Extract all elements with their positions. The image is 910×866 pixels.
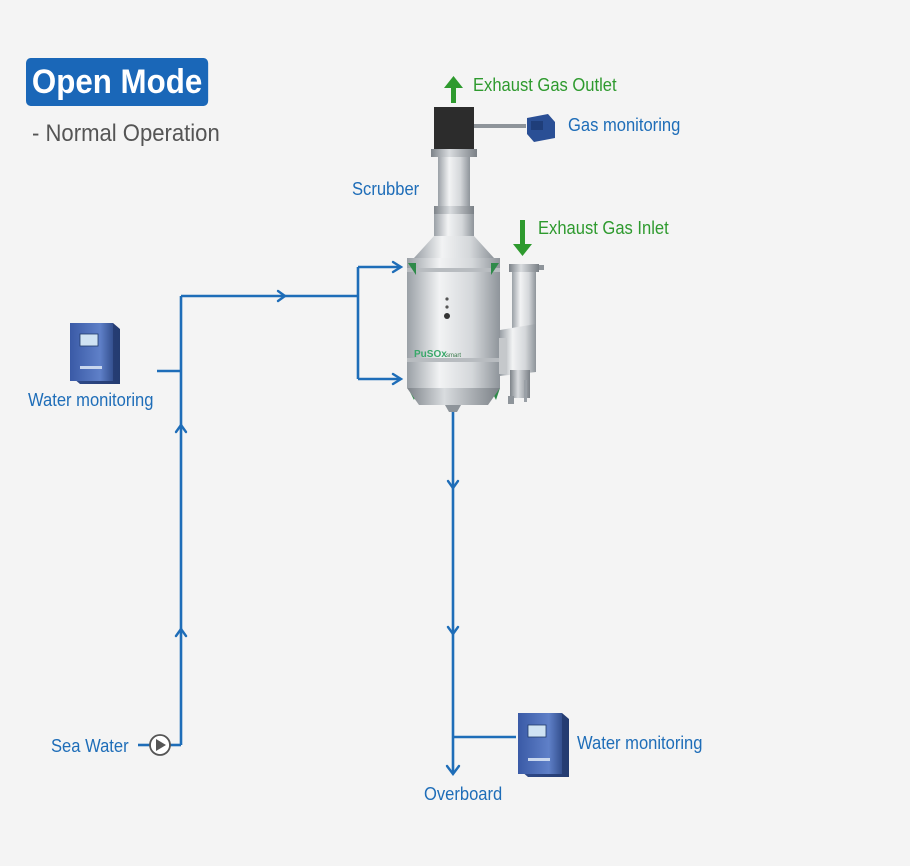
mode-subtitle: - Normal Operation xyxy=(32,120,220,147)
flow-arrow-down-overboard xyxy=(445,764,461,776)
gas-monitor-icon xyxy=(474,114,555,142)
flow-arrow-right-1 xyxy=(276,289,288,303)
exhaust-gas-inlet-label: Exhaust Gas Inlet xyxy=(538,218,669,238)
water-monitoring-right-label: Water monitoring xyxy=(577,733,703,753)
exhaust-stack xyxy=(434,107,474,149)
sea-water-label: Sea Water xyxy=(51,736,129,756)
flow-arrow-up-1 xyxy=(174,422,188,434)
flow-arrow-right-lower xyxy=(391,372,404,386)
exhaust-arrow-icon xyxy=(444,76,463,103)
exhaust-gas-outlet-label: Exhaust Gas Outlet xyxy=(473,75,617,95)
water-monitor-icon xyxy=(518,713,569,777)
flow-arrow-down-2 xyxy=(446,625,460,637)
scrubber-label: Scrubber xyxy=(352,179,420,199)
pump-icon xyxy=(149,734,171,756)
exhaust-inlet-arrow-icon xyxy=(513,220,532,256)
pipe-network xyxy=(138,265,516,772)
mode-title-badge: Open Mode xyxy=(26,58,209,106)
flow-arrow-down-1 xyxy=(446,479,460,491)
flow-arrow-up-2 xyxy=(174,626,188,638)
scrubber-logo-suffix: smart xyxy=(446,353,461,359)
gas-monitoring-label: Gas monitoring xyxy=(568,115,681,135)
flow-arrows xyxy=(174,260,461,776)
water-monitor-icon xyxy=(70,323,120,384)
scrubber-unit: PuSOx smart xyxy=(407,107,544,412)
water-monitoring-left-label: Water monitoring xyxy=(28,390,154,410)
scrubber-logo-brand: PuSOx xyxy=(414,349,447,360)
overboard-label: Overboard xyxy=(424,784,503,804)
flow-arrow-right-upper xyxy=(391,260,404,274)
